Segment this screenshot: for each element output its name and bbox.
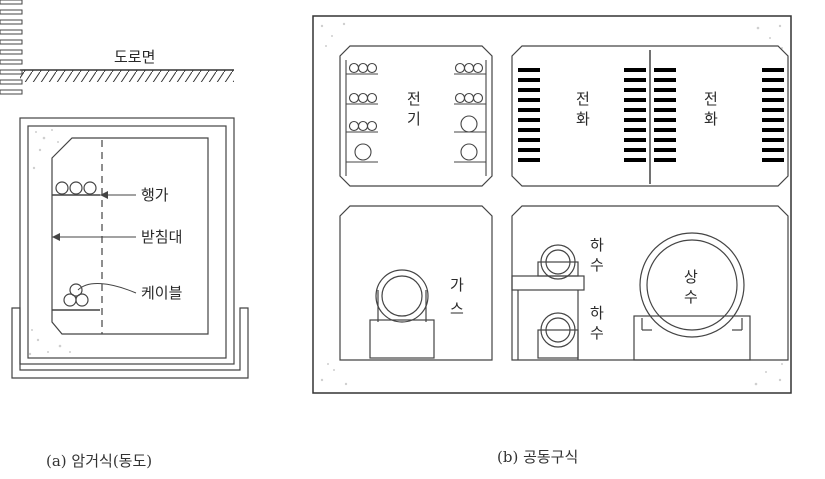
diagram-b: 전 기 전 화 전 화 가 [0, 0, 792, 394]
electric-racks [345, 60, 487, 176]
telephone-b-label-1: 전 [704, 90, 718, 108]
hanger-arrowhead [100, 191, 108, 199]
tunnel-chamber [51, 137, 209, 335]
sewer-top-label-1: 하 [590, 236, 604, 254]
sewer-bottom-label-2: 수 [590, 324, 604, 342]
electric-chamber [339, 45, 493, 187]
electric-label-1: 전 [407, 90, 421, 108]
support-label: 받침대 [141, 228, 182, 246]
common-duct-outline [312, 15, 792, 394]
sewer-bottom-label-1: 하 [590, 304, 604, 322]
gas-label-2: 스 [450, 300, 464, 318]
concrete-fill-a [28, 129, 71, 356]
gas-label-1: 가 [450, 276, 464, 294]
sewer-water-chamber [511, 205, 789, 361]
hanger-label: 행가 [141, 186, 169, 204]
gas-chamber [339, 205, 493, 361]
cable-circle [75, 293, 89, 307]
telephone-a-label-2: 화 [576, 110, 590, 128]
water-label-2: 수 [684, 288, 698, 306]
telephone-b-label-2: 화 [704, 110, 718, 128]
cable-circle [83, 181, 97, 195]
telephone-a-label-1: 전 [576, 90, 590, 108]
cable-label: 케이블 [141, 284, 182, 302]
diagram-a: 도로면 행가 [11, 48, 249, 379]
telephone-chamber [511, 45, 789, 187]
road-hatching [20, 70, 234, 82]
caption-a: (a) 암거식(동도) [46, 452, 153, 470]
cable-arrow [77, 283, 137, 294]
cable-circle [69, 283, 83, 297]
road-surface-label: 도로면 [114, 48, 155, 66]
caption-b: (b) 공동구식 [497, 448, 579, 466]
cable-circle [55, 181, 69, 195]
sewer-pipes [511, 244, 585, 360]
gas-pipe [369, 269, 435, 359]
sewer-top-label-2: 수 [590, 256, 604, 274]
telephone-cable-stacks [0, 0, 23, 95]
water-pipe [633, 232, 751, 361]
culvert-wall [11, 117, 249, 379]
concrete-fill-b [320, 22, 783, 386]
water-label-1: 상 [684, 268, 698, 286]
electric-label-2: 기 [407, 110, 421, 128]
cable-circle [69, 181, 83, 195]
support-arrowhead [52, 233, 60, 241]
